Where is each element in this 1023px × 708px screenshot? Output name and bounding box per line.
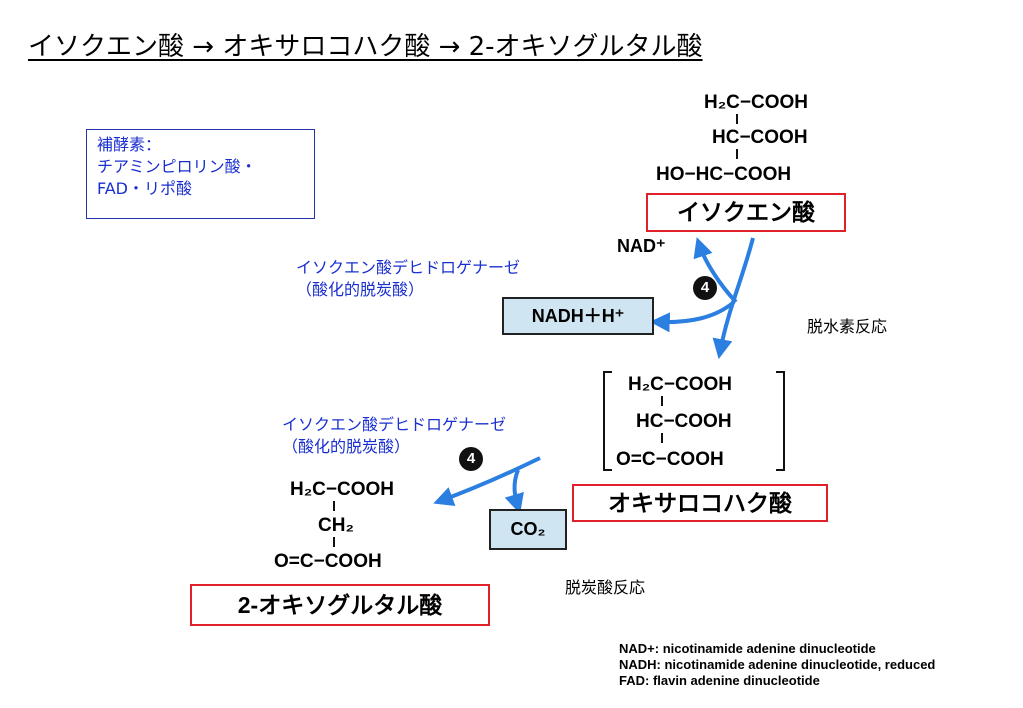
co2-box: CO₂ — [489, 509, 567, 550]
reaction-1-label: 脱水素反応 — [807, 317, 888, 336]
bond-line — [736, 114, 738, 124]
enzyme-1-type: （酸化的脱炭酸） — [296, 280, 425, 299]
step-4-badge: 4 — [693, 276, 717, 300]
oxalosuccinate-label: オキサロコハク酸 — [572, 484, 828, 522]
legend-nad-plus: NAD+: nicotinamide adenine dinucleotide — [619, 641, 876, 656]
isocitrate-label: イソクエン酸 — [646, 193, 846, 232]
enzyme-2-type: （酸化的脱炭酸） — [282, 437, 411, 456]
cofactor-heading: 補酵素： — [97, 135, 162, 154]
oxalosuccinate-row-3: O=C−COOH — [616, 449, 724, 470]
nadh-box: NADH＋H⁺ — [502, 297, 654, 335]
bond-line — [333, 501, 335, 511]
bond-line — [661, 396, 663, 406]
enzyme-2-label: イソクエン酸デヒドロゲナーゼ （酸化的脱炭酸） — [282, 414, 506, 458]
oxalosuccinate-row-1: H₂C−COOH — [628, 374, 732, 395]
page-title: イソクエン酸 → オキサロコハク酸 → 2-オキソグルタル酸 — [28, 32, 703, 62]
co2-arrow — [504, 469, 524, 514]
oxalosuccinate-row-2: HC−COOH — [636, 411, 732, 432]
isocitrate-row-3: HO−HC−COOH — [656, 164, 792, 185]
nad-plus-label: NAD⁺ — [617, 236, 666, 256]
enzyme-1-name: イソクエン酸デヒドロゲナーゼ — [296, 258, 521, 277]
nadh-arrow — [649, 300, 736, 333]
legend-nadh: NADH: nicotinamide adenine dinucleotide,… — [619, 657, 936, 672]
cofactor-line-2: チアミンピロリン酸・ — [97, 157, 257, 176]
nad-arrow — [693, 237, 738, 304]
enzyme-2-name: イソクエン酸デヒドロゲナーゼ — [282, 415, 507, 434]
oxoglutarate-row-2: CH₂ — [318, 515, 354, 536]
bond-line — [661, 433, 663, 443]
isocitrate-row-1: H₂C−COOH — [704, 92, 808, 113]
enzyme-1-label: イソクエン酸デヒドロゲナーゼ （酸化的脱炭酸） — [296, 257, 520, 301]
legend-fad: FAD: flavin adenine dinucleotide — [619, 673, 820, 688]
bond-line — [736, 149, 738, 159]
abbreviation-legend: NAD+: nicotinamide adenine dinucleotide … — [619, 641, 935, 689]
isocitrate-row-2: HC−COOH — [712, 127, 808, 148]
main-arrow-1 — [712, 237, 755, 360]
cofactor-line-3: FAD・リポ酸 — [97, 179, 193, 198]
cofactor-box: 補酵素： チアミンピロリン酸・ FAD・リポ酸 — [86, 129, 315, 219]
main-arrow-2 — [433, 456, 541, 506]
reaction-2-label: 脱炭酸反応 — [565, 578, 646, 597]
oxoglutarate-row-3: O=C−COOH — [274, 551, 382, 572]
oxoglutarate-row-1: H₂C−COOH — [290, 479, 394, 500]
oxoglutarate-label: 2-オキソグルタル酸 — [190, 584, 490, 626]
bond-line — [333, 537, 335, 547]
step-4-badge: 4 — [459, 447, 483, 471]
